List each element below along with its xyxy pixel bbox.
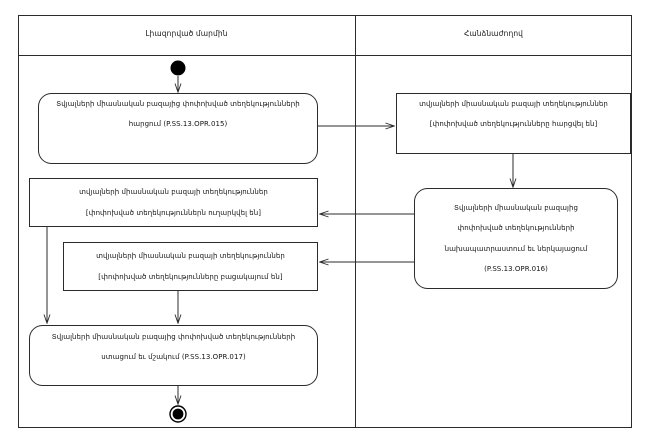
initial-node [170,60,186,76]
signal-node-absent-shape[interactable] [63,242,318,291]
final-node-inner-dot [172,408,184,420]
lane-title-commission: Հանձնաժողով [463,29,524,38]
lane-title-authorized-body: Լիազորված մարմին [145,29,228,38]
signal-node-sent-shape[interactable] [29,178,318,227]
action-node-opr-016-shape[interactable] [414,188,618,289]
signal-node-queried-shape[interactable] [396,93,631,154]
action-node-opr-015-shape[interactable] [38,93,318,164]
action-node-opr-017-shape[interactable] [29,325,318,386]
